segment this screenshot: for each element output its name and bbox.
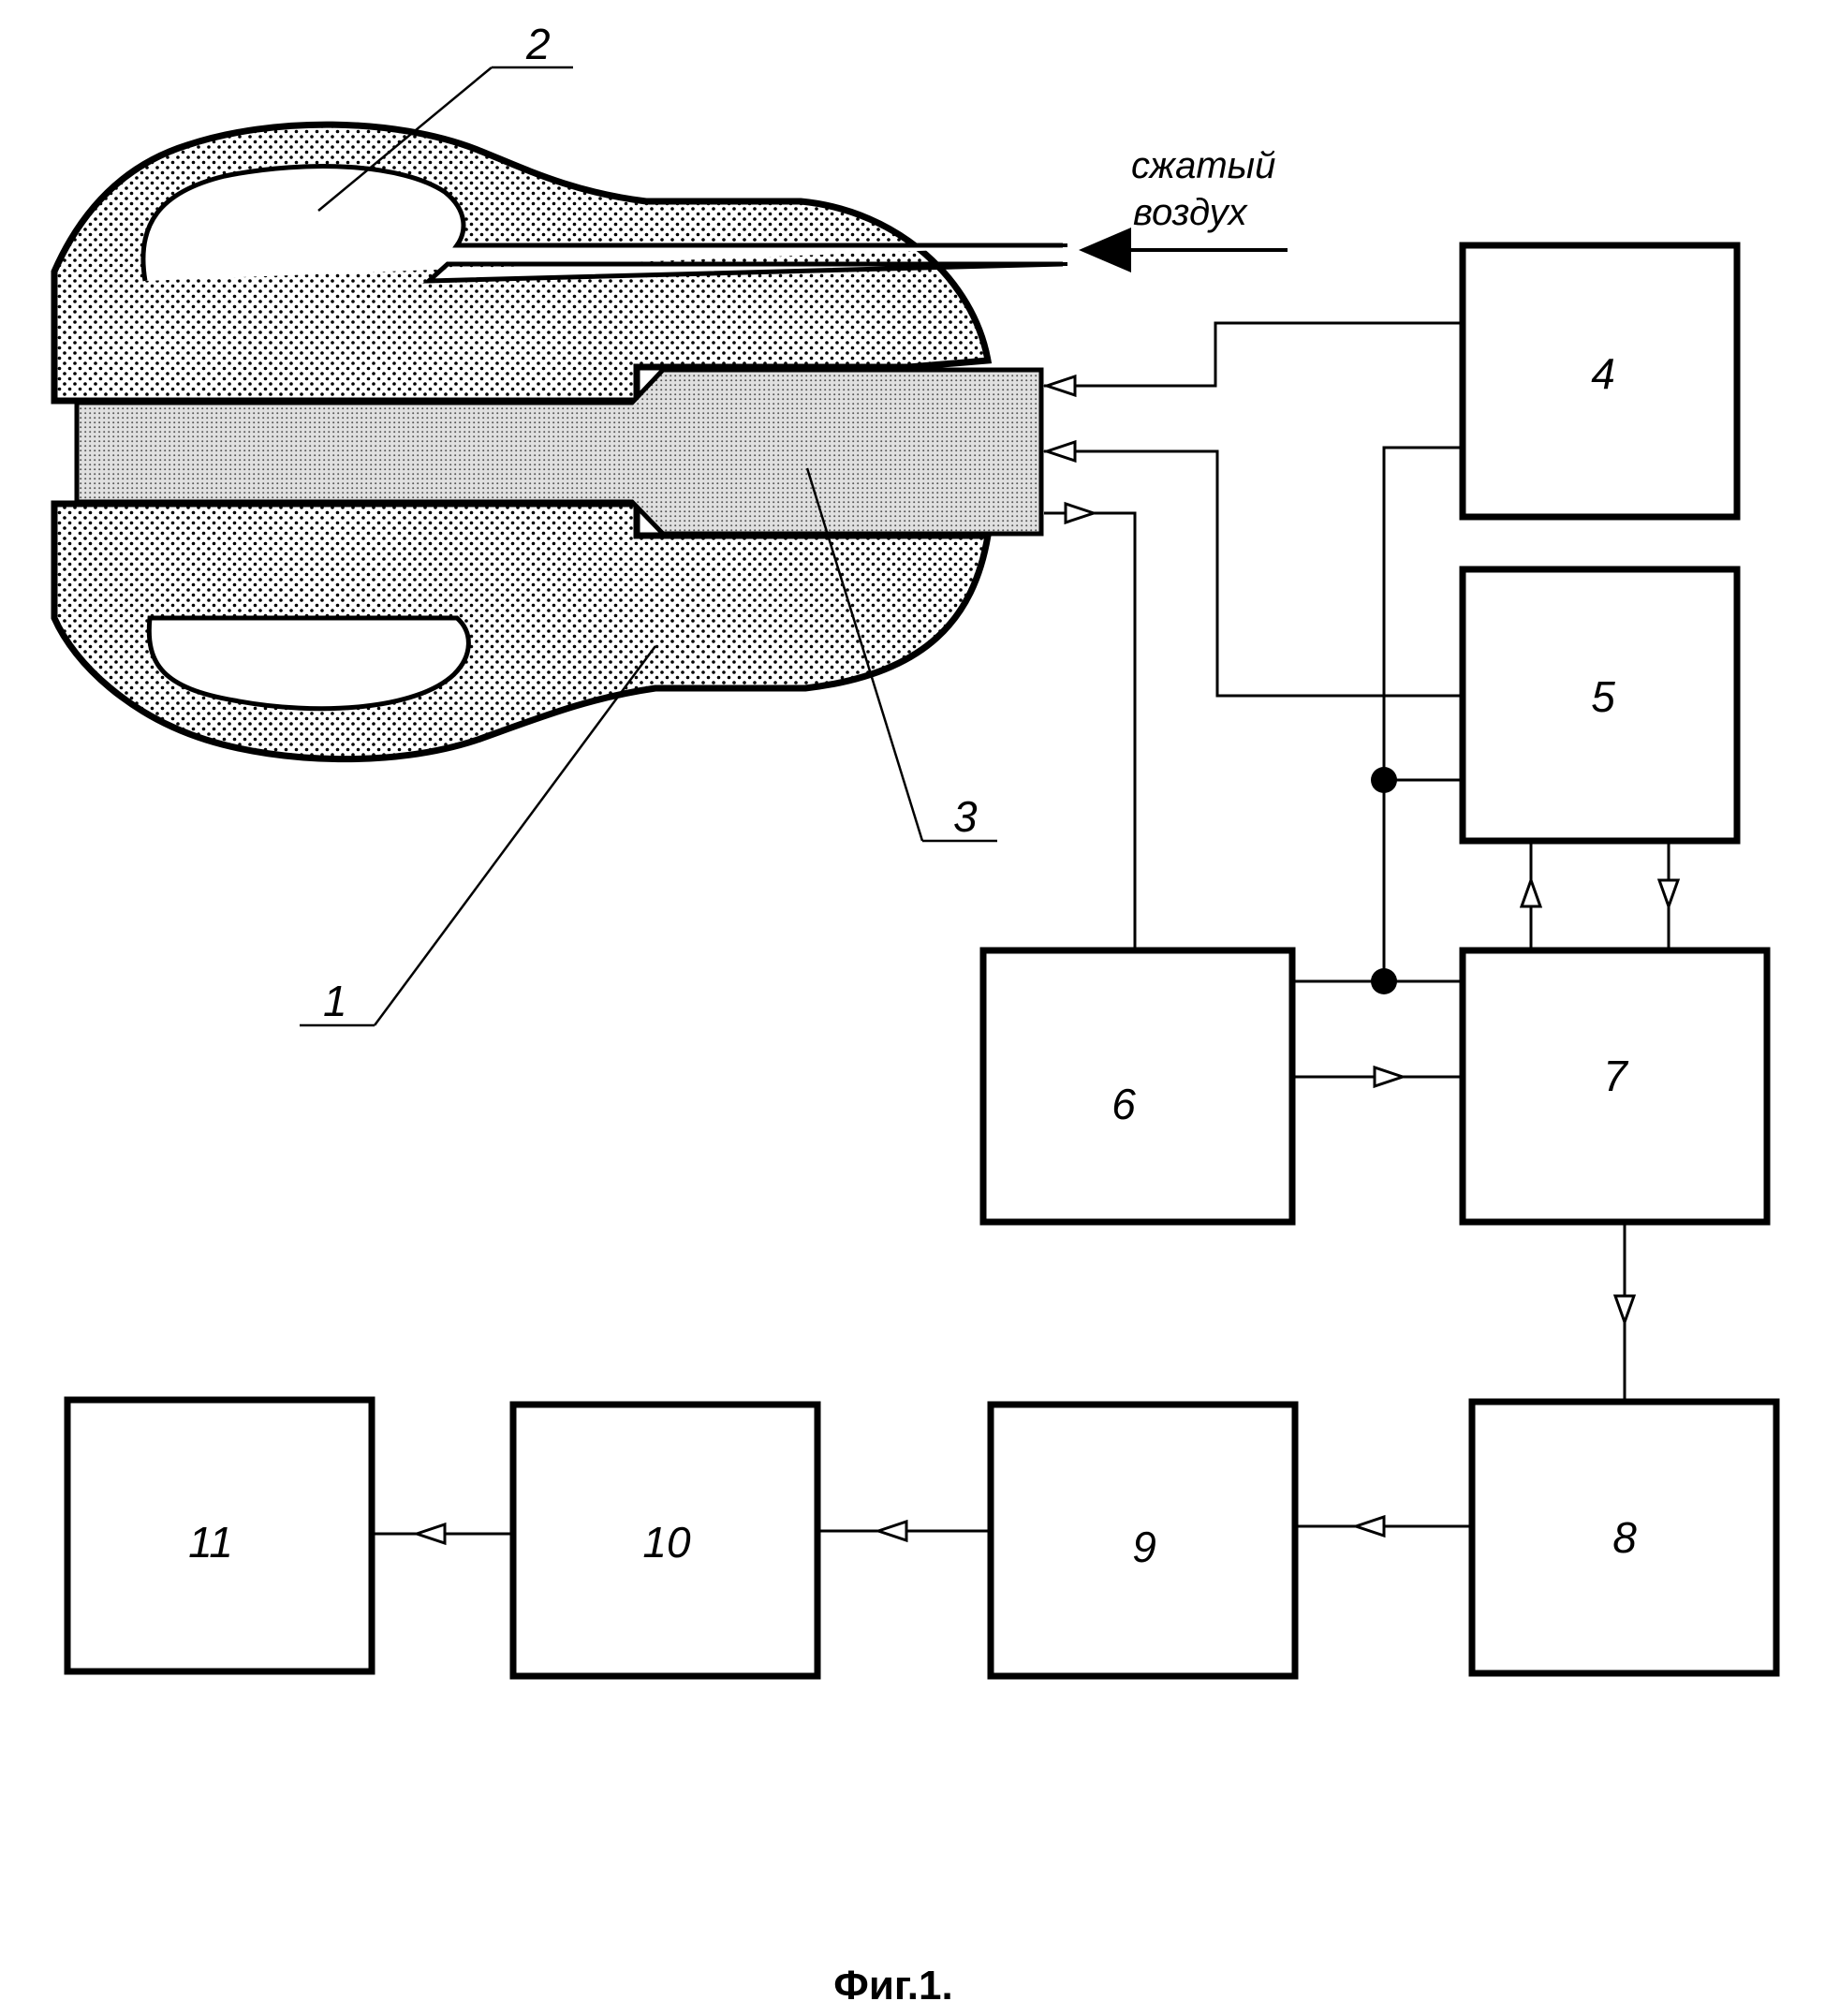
block-5-label: 5	[1591, 672, 1615, 721]
air-label-line1: сжатый	[1131, 145, 1275, 186]
block-9-label: 9	[1132, 1523, 1156, 1571]
block-6-label: 6	[1111, 1080, 1136, 1128]
block-11-label: 11	[188, 1518, 233, 1567]
block-10: 10	[513, 1405, 817, 1676]
part-label-2: 2	[525, 20, 551, 68]
block-10-label: 10	[642, 1518, 691, 1567]
block-5: 5	[1463, 569, 1737, 841]
block-11: 11	[67, 1400, 372, 1671]
block-8-label: 8	[1612, 1513, 1637, 1562]
figure-caption: Фиг.1.	[833, 1963, 952, 2009]
block-6: 6	[983, 950, 1292, 1222]
part-label-1: 1	[323, 977, 347, 1025]
block-4: 4	[1463, 245, 1737, 517]
block-9: 9	[991, 1405, 1295, 1676]
block-7-label: 7	[1603, 1052, 1628, 1100]
block-8: 8	[1472, 1402, 1776, 1673]
block-7: 7	[1463, 950, 1767, 1222]
block-4-label: 4	[1591, 349, 1615, 398]
compressed-air-arrow	[1079, 228, 1288, 272]
part-label-3: 3	[953, 792, 978, 841]
air-label-line2: воздух	[1133, 192, 1249, 233]
